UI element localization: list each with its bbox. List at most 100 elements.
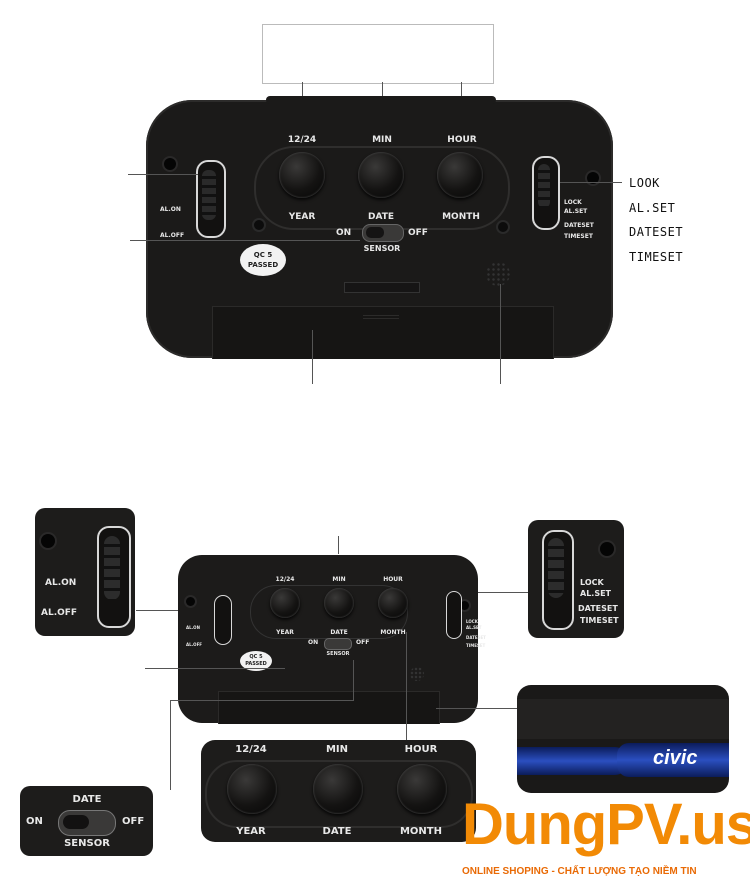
leader-line [462,592,528,593]
sensor-knob [366,227,384,238]
leader-line [500,284,501,384]
detail-sensor-top-label: DATE [72,794,102,805]
top-product-view: 12/24 MIN HOUR YEAR DATE MONTH AL.ON AL.… [128,24,684,384]
alarm-off-detail-label: AL.OFF [41,608,78,618]
detail-label-hour: HOUR [404,744,438,755]
sensor-off-label: OFF [408,228,428,238]
leader-line [170,700,354,701]
alarm-off-label: AL.OFF [186,642,203,647]
detail-label-date: DATE [322,826,352,837]
detail-sensor-off-label: OFF [122,816,145,827]
lock-label: LOCK [466,619,478,624]
button-hour[interactable] [437,152,483,198]
label-min: MIN [332,576,346,583]
timeset-detail-label: TIMESET [580,616,619,625]
callout-look: LOOK [629,176,660,190]
callout-box [262,24,494,84]
timeset-label: TIMESET [466,643,486,648]
detail-label-min: MIN [325,744,349,755]
label-12-24: 12/24 [287,135,317,145]
label-year: YEAR [288,212,316,222]
alarm-switch[interactable] [214,595,232,645]
leader-line [560,182,622,183]
mount-hole [460,601,469,610]
dateset-label: DATESET [564,222,594,229]
timeset-label: TIMESET [564,233,593,240]
alset-label: AL.SET [564,208,588,215]
detail-button-12-24[interactable] [227,764,277,814]
detail-button-min[interactable] [313,764,363,814]
mount-hole [600,542,614,556]
detail-alarm-panel: AL.ON AL.OFF [35,508,135,636]
detail-sensor-knob [63,815,89,829]
slider-knob [548,538,564,598]
detail-label-12-24: 12/24 [235,744,267,755]
lock-label: LOCK [564,199,582,206]
leader-line [353,660,354,700]
mount-hole [587,172,599,184]
callout-timeset: TIMESET [629,250,684,264]
qc-sticker: QC 5 PASSED [240,651,272,671]
qc-line1: QC 5 [253,251,273,259]
sensor-switch[interactable] [324,638,352,650]
battery-brand-label: civic [653,747,698,769]
alarm-switch[interactable] [196,160,226,238]
detail-sensor-switch[interactable] [58,810,116,836]
label-hour: HOUR [447,135,477,145]
label-month: MONTH [442,212,480,222]
detail-set-panel: LOCK AL.SET DATESET TIMESET [528,520,624,638]
label-12-24: 12/24 [275,576,295,583]
leader-line [312,330,313,384]
alarm-switch-detail[interactable] [97,526,131,628]
dateset-detail-label: DATESET [578,604,618,613]
alarm-on-label: AL.ON [160,206,181,213]
button-min[interactable] [358,152,404,198]
slider-knob [104,536,120,600]
set-switch[interactable] [532,156,560,230]
screw [498,222,508,232]
leader-line [436,708,518,709]
battery-door [212,306,554,359]
label-month: MONTH [380,629,406,636]
mount-hole [164,158,176,170]
small-clock-back: 12/24 MIN HOUR YEAR DATE MONTH AL.ON AL.… [178,555,486,724]
detail-buttons-panel: 12/24 MIN HOUR YEAR DATE MONTH [201,740,476,842]
detail-label-year: YEAR [236,826,266,837]
alarm-off-label: AL.OFF [160,232,185,239]
detail-button-hour[interactable] [397,764,447,814]
label-date: DATE [330,629,348,636]
set-switch-detail[interactable] [542,530,574,630]
screw [254,220,264,230]
button-12-24[interactable] [279,152,325,198]
button-min[interactable] [324,588,354,618]
sensor-label: SENSOR [326,651,350,657]
speaker-grill [486,262,510,286]
leader-line [130,240,360,241]
set-switch[interactable] [446,591,462,639]
battery-door-edge [517,699,729,739]
sensor-off-label: OFF [356,639,370,646]
watermark-tagline: ONLINE SHOPING - CHẤT LƯỢNG TẠO NIỀM TIN [462,866,697,877]
callout-alset: AL.SET [629,201,676,215]
qc-line1: QC 5 [249,654,263,660]
button-hour[interactable] [378,588,408,618]
detail-sensor-bottom-label: SENSOR [64,838,110,849]
leader-line [170,700,171,790]
leader-line [338,536,339,554]
label-min: MIN [372,135,392,145]
door-grip [363,315,399,321]
qc-line2: PASSED [247,261,279,269]
alarm-on-label: AL.ON [186,625,200,630]
detail-label-month: MONTH [399,826,442,837]
alset-label: AL.SET [466,625,482,630]
sensor-on-label: ON [336,228,352,238]
sensor-switch[interactable] [362,224,404,242]
clock-rim [266,96,496,104]
button-12-24[interactable] [270,588,300,618]
battery-cell: civic [617,743,729,777]
mount-hole [41,534,55,548]
leader-line [406,632,407,740]
label-hour: HOUR [383,576,403,583]
detail-sensor-panel: DATE ON OFF SENSOR [20,786,153,856]
slider-knob [202,170,216,220]
